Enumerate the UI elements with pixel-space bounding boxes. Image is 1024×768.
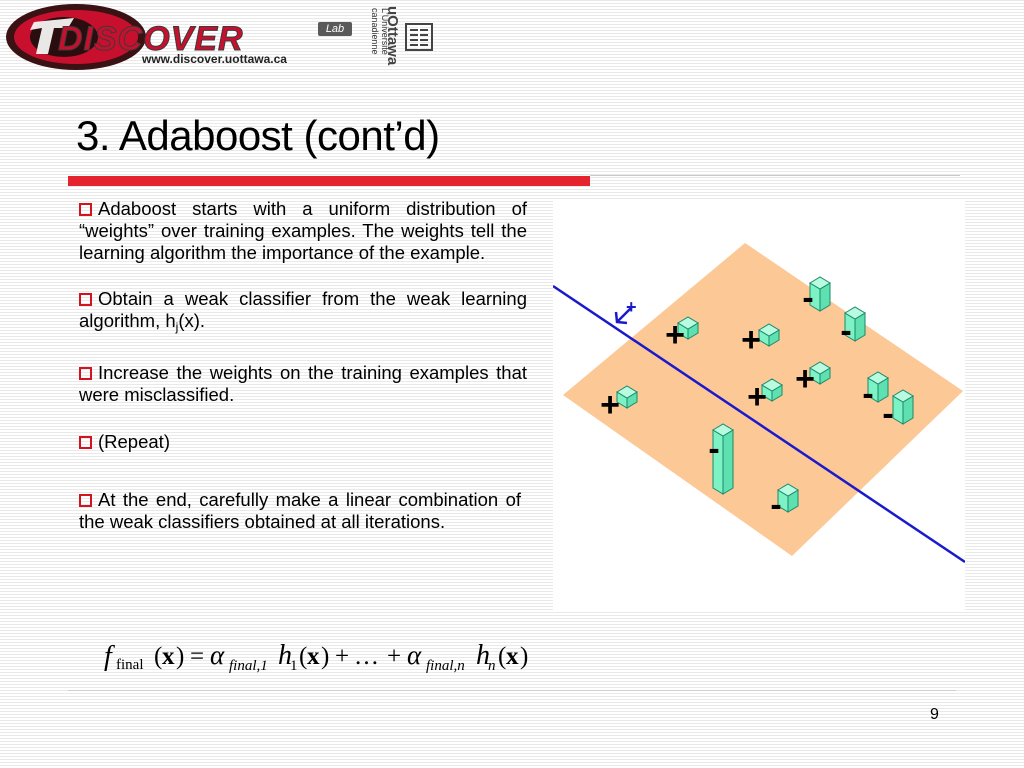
prism-top-face — [867, 371, 889, 385]
bullet-item: At the end, carefully make a linear comb… — [79, 489, 521, 533]
formula-x1: x — [162, 643, 175, 670]
formula-alphan: α — [407, 640, 422, 670]
formula-hn: h — [476, 640, 490, 671]
formula-rparen: ) — [520, 643, 528, 670]
positive-label: + — [600, 386, 620, 424]
formula-lparen: ( — [299, 643, 307, 670]
uottawa-tagline: L'Université canadienne — [370, 8, 390, 68]
uottawa-tagline-fr: L'Université canadienne — [370, 8, 390, 55]
formula-alpha1-sub: final,1 — [229, 658, 268, 674]
feature-plane — [563, 243, 963, 556]
bullet-text-tail: (x). — [178, 310, 206, 331]
formula-hn-sub: n — [488, 658, 496, 674]
bullet-list: Adaboost starts with a uniform distribut… — [79, 198, 527, 533]
final-classifier-formula: f final ( x ) = α final,1 h 1 ( x ) + … … — [104, 640, 528, 674]
bullet-text: Obtain a weak classifier from the weak l… — [79, 288, 527, 331]
positive-label: + — [747, 378, 767, 416]
logo-url: www.discover.uottawa.ca — [142, 52, 287, 66]
square-bullet-icon — [79, 494, 92, 507]
bullet-item: Increase the weights on the training exa… — [79, 362, 527, 406]
negative-label: - — [770, 486, 781, 524]
title-underline-red — [68, 176, 590, 186]
formula-alphan-sub: final,n — [426, 658, 465, 674]
uottawa-crest-icon — [405, 23, 433, 51]
prism-top-face — [844, 306, 866, 320]
bullet-text: Adaboost starts with a uniform distribut… — [79, 198, 527, 263]
prism-top-face — [758, 323, 780, 337]
formula-plus2: + — [387, 643, 401, 670]
boundary-normal-label: + — [626, 297, 637, 317]
prism-top-face — [777, 483, 799, 497]
bullet-text: (Repeat) — [98, 431, 170, 452]
prism-top-face — [677, 316, 699, 330]
slide-title: 3. Adaboost (cont’d) — [76, 112, 440, 159]
formula-x2: x — [307, 643, 320, 670]
boundary-normal-arrow — [616, 306, 633, 323]
square-bullet-icon — [79, 436, 92, 449]
formula-h1-sub: 1 — [290, 658, 298, 674]
decision-boundary-line — [552, 284, 966, 564]
formula-f: f — [104, 641, 115, 672]
formula-f-sub: final — [116, 657, 144, 673]
bullet-text: Increase the weights on the training exa… — [79, 362, 527, 405]
logo-lab-tag: Lab — [318, 22, 352, 36]
negative-label: - — [840, 312, 851, 350]
classifier-diagram: ++++++------ — [552, 243, 966, 564]
square-bullet-icon — [79, 293, 92, 306]
logo-wordmark: DISCOVER — [58, 20, 244, 59]
formula-x3: x — [506, 643, 519, 670]
title-underline-grey — [590, 175, 960, 176]
page-number: 9 — [930, 706, 939, 723]
negative-label: - — [882, 395, 893, 433]
uottawa-wordmark: uOttawa — [384, 6, 401, 66]
bullet-item: Adaboost starts with a uniform distribut… — [79, 198, 527, 264]
boundary-normal-arrowhead — [614, 311, 628, 325]
prism-top-face — [761, 378, 783, 392]
discover-logo-mark — [6, 4, 146, 70]
prism-top-face — [712, 423, 734, 437]
prism-top-face — [616, 385, 638, 399]
formula-equals: = — [190, 643, 204, 670]
classifier-figure: ++++++------ — [552, 200, 966, 612]
prism-top-face — [809, 276, 831, 290]
positive-label: + — [741, 321, 761, 359]
negative-label: - — [708, 430, 719, 468]
positive-label: + — [665, 316, 685, 354]
formula-h1: h — [278, 640, 292, 671]
bullet-item: (Repeat) — [79, 431, 527, 453]
footer-rule — [68, 690, 956, 691]
bullet-item: Obtain a weak classifier from the weak l… — [79, 288, 527, 338]
square-bullet-icon — [79, 367, 92, 380]
bullet-subscript: j — [175, 320, 179, 334]
formula-lparen: ( — [154, 643, 162, 670]
square-bullet-icon — [79, 203, 92, 216]
positive-label: + — [795, 360, 815, 398]
formula-rparen: ) — [176, 643, 184, 670]
header-logo: DISCOVER Lab www.discover.uottawa.ca L'U… — [0, 0, 450, 76]
formula-dots: … — [354, 643, 379, 670]
prism-top-face — [892, 389, 914, 403]
negative-label: - — [862, 375, 873, 413]
formula-alpha1: α — [210, 640, 225, 670]
negative-label: - — [802, 279, 813, 317]
formula-plus1: + — [335, 643, 349, 670]
formula-rparen: ) — [321, 643, 329, 670]
prism-top-face — [809, 361, 831, 375]
prism-right-face — [722, 429, 734, 495]
formula-lparen: ( — [498, 643, 506, 670]
bullet-text: At the end, carefully make a linear comb… — [79, 489, 521, 532]
